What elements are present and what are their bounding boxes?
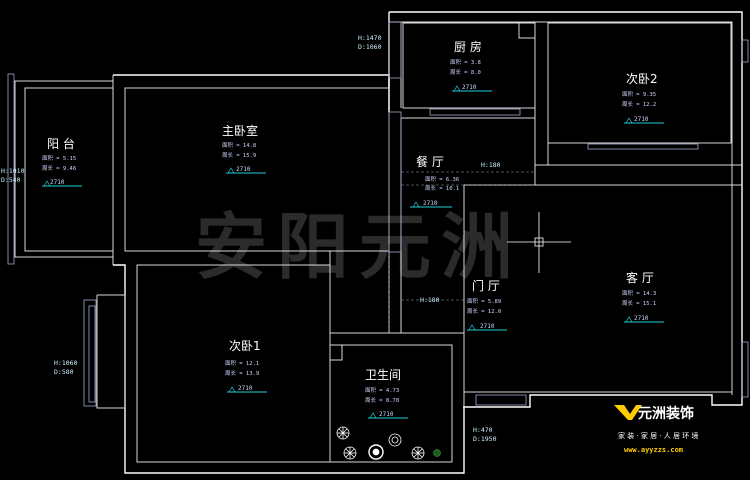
- room-area: 面积 = 14.8: [222, 142, 256, 149]
- room-area: 面积 = 9.35: [622, 91, 656, 98]
- room-area: 面积 = 6.36: [425, 176, 459, 183]
- room-name: 厨 房: [454, 39, 482, 54]
- room-bedroom1: 次卧1 面积 = 12.1 周长 = 13.9 2710: [225, 339, 267, 393]
- room-height: 2710: [423, 200, 438, 207]
- room-kitchen: 厨 房 面积 = 3.8 周长 = 8.0 2710: [450, 39, 492, 92]
- logo-mark-icon: [614, 405, 642, 420]
- bathroom-fixtures: [336, 426, 441, 460]
- room-perimeter: 周长 = 15.9: [222, 151, 256, 159]
- room-perimeter: 周长 = 12.2: [622, 100, 656, 108]
- dining-height: H:180: [481, 161, 501, 169]
- balcony-depth: D:540: [1, 176, 21, 184]
- foyer-height: H:180: [420, 296, 440, 304]
- room-master: 主卧室 面积 = 14.8 周长 = 15.9 2710: [222, 123, 266, 174]
- room-height: 2710: [236, 166, 251, 173]
- room-height: 2710: [634, 116, 649, 123]
- floor-drain-icon: [336, 426, 350, 440]
- room-name: 主卧室: [222, 123, 258, 138]
- room-name: 次卧2: [626, 72, 658, 86]
- room-height: 2710: [50, 179, 65, 186]
- floor-drain-icon: [411, 446, 425, 460]
- kitchen-window-depth: D:1060: [358, 43, 382, 51]
- drain-icon: [433, 449, 441, 457]
- company-logo: 元洲装饰 家 装 · 家 居 · 人 居 环 境 www.ayyzzs.com: [614, 405, 698, 454]
- room-height: 2710: [480, 323, 495, 330]
- room-name: 餐 厅: [416, 154, 444, 169]
- room-perimeter: 周长 = 8.0: [450, 68, 481, 76]
- room-perimeter: 周长 = 12.0: [467, 307, 501, 315]
- logo-name: 元洲装饰: [638, 405, 694, 422]
- room-name: 门 厅: [472, 278, 500, 293]
- room-foyer: 门 厅 面积 = 5.89 周长 = 12.0 2710: [467, 278, 507, 331]
- room-perimeter: 周长 = 10.1: [425, 184, 459, 192]
- washbasin-icon: [388, 433, 402, 447]
- room-height: 2710: [238, 385, 253, 392]
- floor-drain-icon: [343, 446, 357, 460]
- room-area: 面积 = 4.73: [365, 387, 399, 394]
- room-perimeter: 周长 = 8.78: [365, 396, 399, 404]
- crosshair-icon: [507, 212, 571, 273]
- watermark: 安阳元洲: [195, 204, 523, 289]
- balcony-height: H:1010: [1, 167, 25, 175]
- entry-height: H:470: [473, 426, 493, 434]
- bedroom1-window-depth: D:580: [54, 368, 74, 376]
- toilet-icon: [368, 444, 384, 460]
- logo-url: www.ayyzzs.com: [624, 446, 683, 454]
- annotations: H:1470 D:1060 H:1010 D:540 H:1060 D:580 …: [1, 34, 501, 443]
- room-area: 面积 = 12.1: [225, 360, 259, 367]
- room-perimeter: 周长 = 9.46: [42, 164, 76, 172]
- room-area: 面积 = 5.15: [42, 155, 76, 162]
- logo-tagline: 家 装 · 家 居 · 人 居 环 境: [618, 431, 698, 440]
- room-dining: 餐 厅 面积 = 6.36 周长 = 10.1 2710: [410, 154, 459, 208]
- entry-depth: D:1950: [473, 435, 497, 443]
- room-perimeter: 周长 = 13.9: [225, 369, 259, 377]
- room-name: 客 厅: [626, 270, 654, 285]
- room-name: 阳 台: [47, 136, 75, 151]
- room-bedroom2: 次卧2 面积 = 9.35 周长 = 12.2 2710: [622, 72, 664, 124]
- room-bathroom: 卫生间 面积 = 4.73 周长 = 8.78 2710: [365, 368, 408, 419]
- room-name: 次卧1: [229, 339, 261, 353]
- room-area: 面积 = 14.3: [622, 290, 656, 297]
- room-height: 2710: [634, 315, 649, 322]
- bedroom1-window-height: H:1060: [54, 359, 78, 367]
- room-perimeter: 周长 = 15.1: [622, 299, 656, 307]
- room-area: 面积 = 5.89: [467, 298, 501, 305]
- room-living: 客 厅 面积 = 14.3 周长 = 15.1 2710: [622, 270, 664, 323]
- room-height: 2710: [379, 411, 394, 418]
- room-name: 卫生间: [365, 368, 401, 382]
- room-balcony: 阳 台 面积 = 5.15 周长 = 9.46 2710: [42, 136, 82, 187]
- room-height: 2710: [462, 84, 477, 91]
- walls: [7, 11, 749, 474]
- room-area: 面积 = 3.8: [450, 59, 481, 66]
- kitchen-window-height: H:1470: [358, 34, 382, 42]
